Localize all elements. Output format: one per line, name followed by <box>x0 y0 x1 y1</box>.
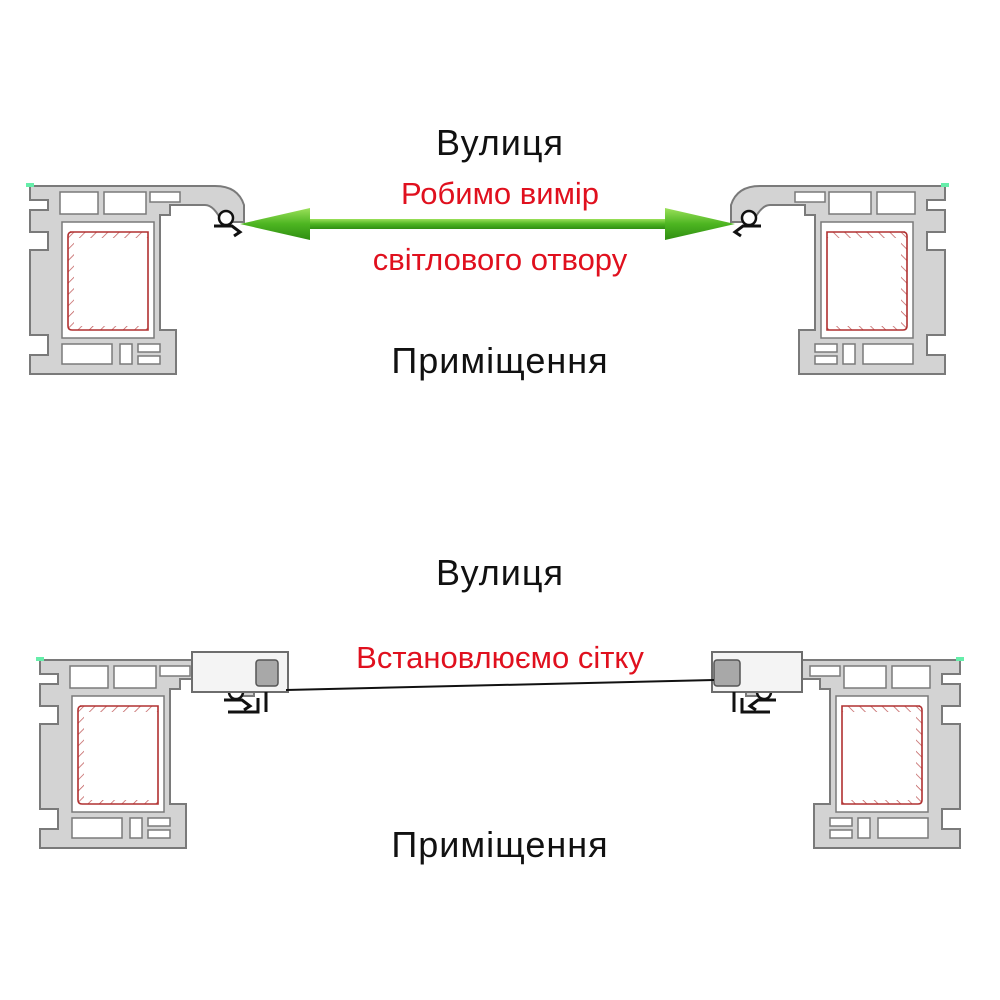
net-line <box>285 679 715 691</box>
net-frame-left <box>191 651 289 714</box>
net-frame-right <box>711 651 803 714</box>
bottom-install-label: Встановлюємо сітку <box>356 640 644 675</box>
top-room-label: Приміщення <box>391 340 609 381</box>
top-street-label: Вулиця <box>435 122 565 163</box>
measure-arrow <box>240 208 735 240</box>
bottom-room-label: Приміщення <box>391 824 609 865</box>
top-measure-line1: Робимо вимір <box>400 176 600 211</box>
top-measure-line2: світлового отвору <box>372 242 628 277</box>
bottom-street-label: Вулиця <box>435 552 565 593</box>
